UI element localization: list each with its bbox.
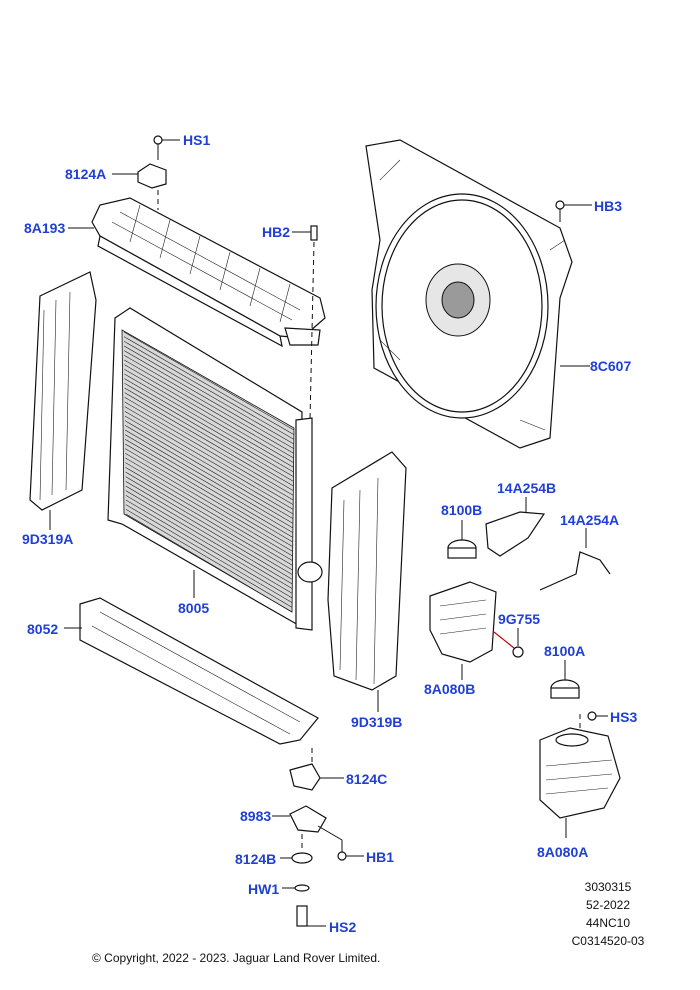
callout-14a254b: 14A254B: [497, 480, 556, 496]
washer-hw1-part: [282, 884, 310, 892]
callout-8a080a: 8A080A: [537, 844, 588, 860]
callout-hs3: HS3: [610, 709, 637, 725]
radiator-fin-line: [125, 453, 293, 552]
callout-9d319b: 9D319B: [351, 714, 402, 730]
radiator-fin-line: [125, 490, 293, 589]
radiator-fin-line: [125, 509, 293, 608]
radiator-fin-line: [125, 457, 293, 557]
radiator-fin-line: [124, 373, 294, 473]
bracket-8124c-part: [289, 763, 344, 791]
radiator-fin-line: [124, 397, 294, 496]
air-deflector-9d319a-part: [29, 271, 97, 530]
reference-line-1: 3030315: [584, 880, 632, 894]
radiator-fin-line: [124, 359, 294, 459]
copyright-notice: © Copyright, 2022 - 2023. Jaguar Land Ro…: [92, 951, 381, 965]
cap-8100b-part: [447, 520, 477, 559]
lower-support-8052-part: [64, 597, 319, 745]
radiator-fin-line: [124, 364, 294, 463]
radiator-fin-line: [125, 467, 293, 566]
bracket-14a254a-part: [539, 528, 611, 591]
reference-line-4: C0314520-03: [571, 934, 645, 948]
callout-8100a: 8100A: [544, 643, 585, 659]
radiator-fin-line: [125, 481, 293, 580]
radiator-fin-line: [125, 471, 293, 571]
radiator-fin-line: [124, 350, 294, 449]
callout-9d319a: 9D319A: [22, 531, 73, 547]
bolt-hs2-part: [296, 905, 326, 927]
reference-line-3: 44NC10: [585, 916, 631, 930]
radiator-fin-line: [124, 401, 294, 501]
callout-hb2: HB2: [262, 224, 290, 240]
callout-8c607: 8C607: [590, 358, 631, 374]
callout-hb3: HB3: [594, 198, 622, 214]
mount-8124b-part: [280, 852, 313, 864]
callout-8a080b: 8A080B: [424, 681, 475, 697]
radiator-fin-line: [123, 331, 295, 431]
radiator-fin-line: [124, 406, 294, 505]
radiator-fin-line: [124, 378, 294, 477]
callout-hw1: HW1: [248, 881, 279, 897]
bolt-hb3-part: [555, 200, 592, 222]
radiator-fin-line: [125, 462, 293, 561]
radiator-fin-line: [124, 355, 294, 454]
callout-8100b: 8100B: [441, 502, 482, 518]
radiator-fin-line: [125, 476, 293, 575]
radiator-fin-line: [123, 336, 295, 435]
callout-8124a: 8124A: [65, 166, 106, 182]
radiator-fin-line: [125, 448, 293, 547]
callout-8a193: 8A193: [24, 220, 65, 236]
radiator-fin-line: [124, 425, 294, 524]
radiator-fin-line: [125, 499, 293, 599]
bracket-14a254b-part: [485, 497, 546, 557]
hose-clip-9g755-part: [493, 628, 524, 658]
radiator-fin-line: [124, 411, 294, 510]
radiator-fin-line: [125, 513, 293, 613]
radiator-fin-line: [125, 439, 293, 538]
fan-shroud-part: [365, 139, 573, 449]
callout-9g755: 9G755: [498, 611, 540, 627]
callout-hs2: HS2: [329, 919, 356, 935]
callout-8124b: 8124B: [235, 851, 276, 867]
callout-hb1: HB1: [366, 849, 394, 865]
radiator-fin-line: [124, 345, 294, 445]
callout-8983: 8983: [240, 808, 271, 824]
bolt-hs3-part: [579, 711, 608, 730]
air-deflector-9d319b-part: [327, 451, 407, 712]
upper-radiator-support-part: [91, 197, 326, 348]
expansion-tank-8a080b-part: [429, 581, 497, 680]
bolt-hb2-part: [292, 225, 318, 421]
radiator-fin-line: [124, 383, 294, 482]
callout-8052: 8052: [27, 621, 58, 637]
bracket-8124a-part: [112, 163, 167, 210]
callout-8005: 8005: [178, 600, 209, 616]
radiator-fin-line: [124, 420, 294, 519]
radiator-fin-line: [124, 392, 294, 491]
radiator-fin-line: [125, 495, 293, 594]
radiator-fin-line: [125, 443, 293, 543]
radiator-fin-line: [125, 485, 293, 585]
expansion-tank-8a080a-part: [539, 727, 621, 838]
radiator-fin-line: [124, 387, 294, 487]
bolt-hb1-part: [337, 851, 364, 861]
callout-hs1: HS1: [183, 132, 210, 148]
reference-line-2: 52-2022: [585, 898, 631, 912]
callout-14a254a: 14A254A: [560, 512, 619, 528]
cap-8100a-part: [550, 660, 580, 699]
reference-block: 3030315 52-2022 44NC10 C0314520-03: [560, 878, 656, 950]
bolt-hs1-part: [153, 135, 180, 160]
radiator-fin-line: [124, 369, 294, 468]
radiator-fin-line: [124, 429, 294, 529]
radiator-fin-line: [124, 434, 294, 533]
radiator-core-part: [107, 307, 323, 631]
bracket-8983-part: [272, 805, 343, 856]
radiator-fin-line: [124, 415, 294, 515]
callout-8124c: 8124C: [346, 771, 387, 787]
radiator-fin-line: [125, 504, 293, 603]
radiator-fin-line: [123, 341, 295, 440]
